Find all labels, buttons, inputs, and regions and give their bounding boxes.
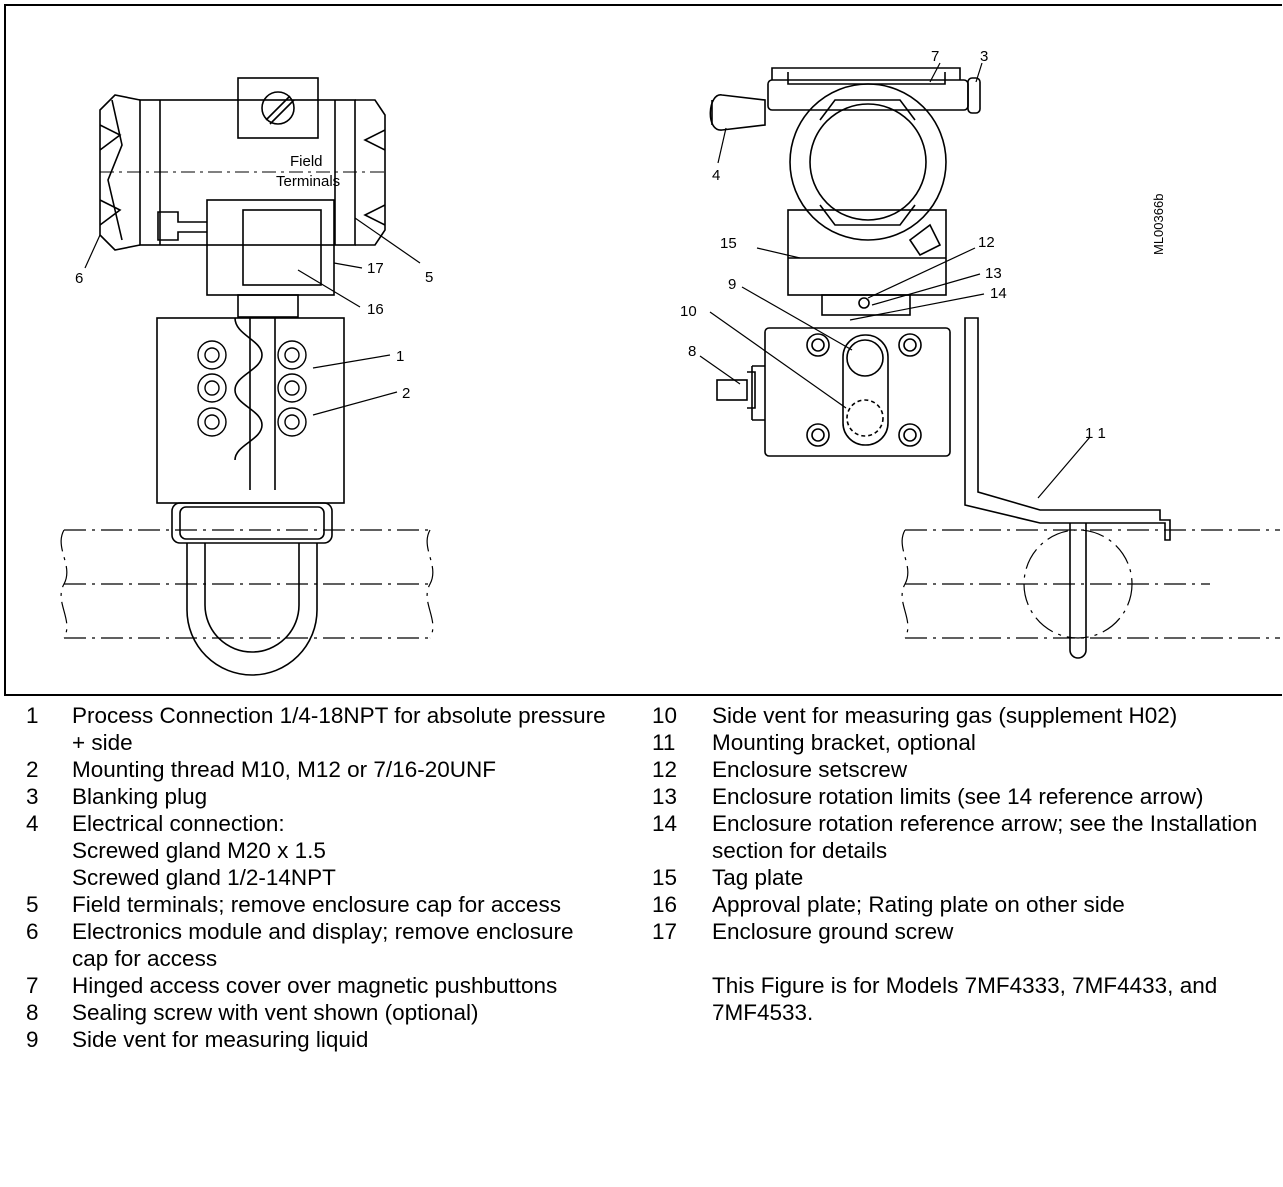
left-display-box (157, 199, 335, 318)
legend-item: 3 Blanking plug (26, 783, 616, 810)
callout-10: 10 (680, 303, 697, 320)
field-terminals-line1: Field (290, 153, 323, 170)
legend-text: Electrical connection: Screwed gland M20… (72, 811, 336, 890)
legend-number: 17 (652, 919, 678, 944)
legend-item: 6 Electronics module and display; remove … (26, 918, 616, 972)
left-leaders (84, 217, 421, 416)
legend-text: Side vent for measuring gas (supplement … (712, 703, 1178, 728)
legend-text: Process Connection 1/4-18NPT for absolut… (72, 703, 606, 755)
callout-4: 4 (712, 167, 720, 184)
callout-3: 3 (980, 48, 988, 65)
callout-13: 13 (985, 265, 1002, 282)
legend-text: Electronics module and display; remove e… (72, 919, 574, 971)
legend-number: 2 (26, 757, 39, 782)
callout-14: 14 (990, 285, 1007, 302)
legend-number: 14 (652, 811, 678, 836)
legend-item: 15 Tag plate (652, 864, 1283, 891)
legend-item: 9 Side vent for measuring liquid (26, 1026, 616, 1053)
legend-text: Tag plate (712, 865, 804, 890)
legend-text: Enclosure ground screw (712, 919, 954, 944)
legend-item: 8 Sealing screw with vent shown (optional… (26, 999, 616, 1026)
left-body (156, 317, 345, 676)
figure-frame (4, 4, 1282, 696)
legend-number: 10 (652, 703, 678, 728)
legend-text: Enclosure rotation limits (see 14 refere… (712, 784, 1204, 809)
legend-number: 7 (26, 973, 39, 998)
callout-16: 16 (367, 301, 384, 318)
callout-7: 7 (931, 48, 939, 65)
callout-11: 1 1 (1085, 425, 1106, 442)
legend-text: Side vent for measuring liquid (72, 1027, 369, 1052)
legend-number: 13 (652, 784, 678, 809)
callout-2: 2 (402, 385, 410, 402)
legend-number: 6 (26, 919, 39, 944)
callout-5: 5 (425, 269, 433, 286)
legend-item: 5 Field terminals; remove enclosure cap f… (26, 891, 616, 918)
legend-text: Blanking plug (72, 784, 208, 809)
left-enclosure (99, 77, 386, 251)
legend-item: 2 Mounting thread M10, M12 or 7/16-20UNF (26, 756, 616, 783)
legend-number: 8 (26, 1000, 39, 1025)
legend-item: 1 Process Connection 1/4-18NPT for absolu… (26, 702, 616, 756)
legend-item: 12 Enclosure setscrew (652, 756, 1283, 783)
legend-number: 3 (26, 784, 39, 809)
legend-item: 7 Hinged access cover over magnetic pushb… (26, 972, 616, 999)
legend-number: 12 (652, 757, 678, 782)
legend-left: 1 Process Connection 1/4-18NPT for absolu… (26, 702, 616, 1053)
callout-1: 1 (396, 348, 404, 365)
legend-number: 9 (26, 1027, 39, 1052)
callout-17: 17 (367, 260, 384, 277)
figure-note: This Figure is for Models 7MF4333, 7MF44… (712, 973, 1218, 1025)
callout-9: 9 (728, 276, 736, 293)
legend-number: 16 (652, 892, 678, 917)
legend-text: Mounting thread M10, M12 or 7/16-20UNF (72, 757, 496, 782)
legend-number: 4 (26, 811, 39, 836)
callout-8: 8 (688, 343, 696, 360)
legend-item: 13 Enclosure rotation limits (see 14 refe… (652, 783, 1283, 810)
right-flange (716, 327, 951, 457)
callout-12: 12 (978, 234, 995, 251)
callout-15: 15 (720, 235, 737, 252)
right-leaders (699, 62, 1091, 499)
callout-6: 6 (75, 270, 83, 287)
transmitter-drawing: Field Terminals 1 2 3 4 5 6 7 8 9 10 1 1… (60, 48, 1280, 676)
left-pipe (60, 529, 434, 639)
legend-text: Enclosure rotation reference arrow; see … (712, 811, 1258, 863)
legend-number: 11 (652, 730, 676, 755)
legend-text: Sealing screw with vent shown (optional) (72, 1000, 479, 1025)
legend-number: 5 (26, 892, 39, 917)
legend-text: Approval plate; Rating plate on other si… (712, 892, 1125, 917)
right-bracket (964, 317, 1171, 659)
right-enclosure (709, 67, 981, 316)
legend-text: Field terminals; remove enclosure cap fo… (72, 892, 561, 917)
legend-item: 17 Enclosure ground screw (652, 918, 1283, 945)
legend-item: 4 Electrical connection: Screwed gland M2… (26, 810, 616, 891)
legend-text: Mounting bracket, optional (712, 730, 976, 755)
drawing-id: ML00366b (1151, 194, 1166, 255)
legend-text: Enclosure setscrew (712, 757, 908, 782)
legend-item: 11 Mounting bracket, optional (652, 729, 1283, 756)
legend-number: 15 (652, 865, 678, 890)
right-pipe (901, 529, 1280, 639)
legend-number: 1 (26, 703, 39, 728)
legend-item: 14 Enclosure rotation reference arrow; se… (652, 810, 1283, 864)
legend-item: 10 Side vent for measuring gas (supplemen… (652, 702, 1283, 729)
field-terminals-line2: Terminals (276, 173, 340, 190)
legend-right: 10 Side vent for measuring gas (supplemen… (652, 702, 1283, 1026)
legend-item: 16 Approval plate; Rating plate on other … (652, 891, 1283, 918)
legend-text: Hinged access cover over magnetic pushbu… (72, 973, 558, 998)
